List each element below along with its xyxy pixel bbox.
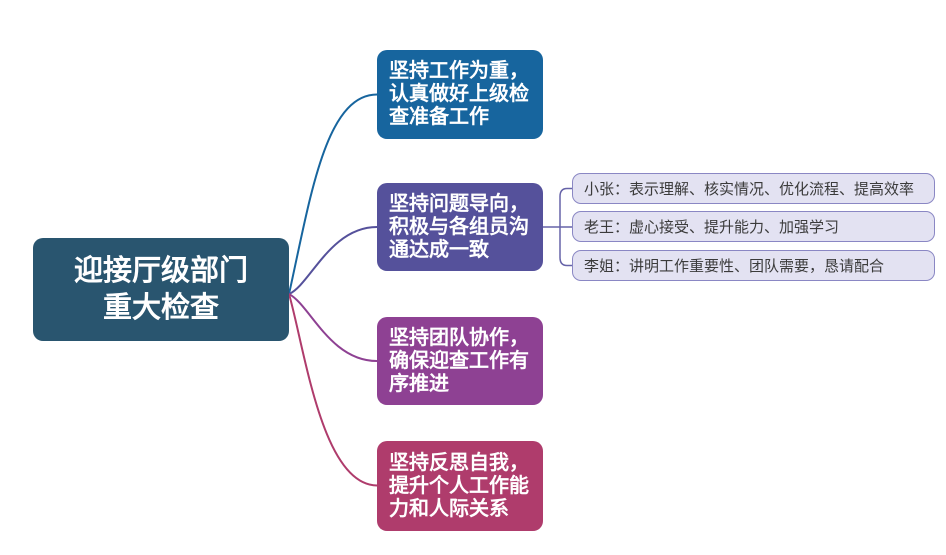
leaf-node-1[interactable]: 小张：表示理解、核实情况、优化流程、提高效率: [572, 173, 935, 204]
branch-3-label-line-2: 确保迎查工作有: [389, 349, 529, 372]
connector-root-to-branch-4: [288, 293, 378, 487]
connector-branch-2-to-leaf-3: [559, 227, 572, 267]
connector-root-to-branch-2: [288, 226, 378, 295]
root-node[interactable]: 迎接厅级部门 重大检查: [33, 238, 289, 341]
branch-4-label-line-2: 提升个人工作能: [389, 474, 529, 497]
leaf-3-label: 李姐：讲明工作重要性、团队需要，恳请配合: [584, 258, 885, 275]
leaf-node-3[interactable]: 李姐：讲明工作重要性、团队需要，恳请配合: [572, 250, 935, 281]
branch-3-label-line-1: 坚持团队协作，: [389, 326, 529, 349]
connector-branch-2-to-leaf-1: [559, 187, 572, 227]
branch-2-label-line-1: 坚持问题导向，: [389, 192, 529, 215]
connector-root-to-branch-1: [288, 93, 378, 295]
branch-4-label-line-3: 力和人际关系: [389, 497, 509, 520]
branch-1-label-line-2: 认真做好上级检: [389, 83, 529, 105]
branch-node-4[interactable]: 坚持反思自我， 提升个人工作能 力和人际关系: [377, 441, 543, 531]
branch-1-label-line-1: 坚持工作为重，: [389, 60, 529, 82]
leaf-1-label: 小张：表示理解、核实情况、优化流程、提高效率: [584, 181, 915, 198]
branch-node-3[interactable]: 坚持团队协作， 确保迎查工作有 序推进: [377, 317, 543, 405]
branch-3-label-line-3: 序推进: [389, 372, 449, 395]
branch-4-label-line-1: 坚持反思自我，: [389, 451, 529, 474]
root-node-label-line-2: 重大检查: [102, 291, 219, 324]
branch-2-label-line-2: 积极与各组员沟: [389, 215, 529, 238]
branch-2-label-line-3: 通达成一致: [389, 238, 489, 261]
leaf-node-2[interactable]: 老王：虚心接受、提升能力、加强学习: [572, 211, 935, 242]
branch-node-1[interactable]: 坚持工作为重， 认真做好上级检 查准备工作: [377, 50, 543, 139]
leaf-2-label: 老王：虚心接受、提升能力、加强学习: [584, 219, 840, 236]
branch-1-label-line-3: 查准备工作: [389, 106, 489, 128]
root-node-label-line-1: 迎接厅级部门: [73, 254, 248, 287]
connector-root-to-branch-3: [288, 293, 378, 362]
branch-node-2[interactable]: 坚持问题导向， 积极与各组员沟 通达成一致: [377, 183, 543, 271]
